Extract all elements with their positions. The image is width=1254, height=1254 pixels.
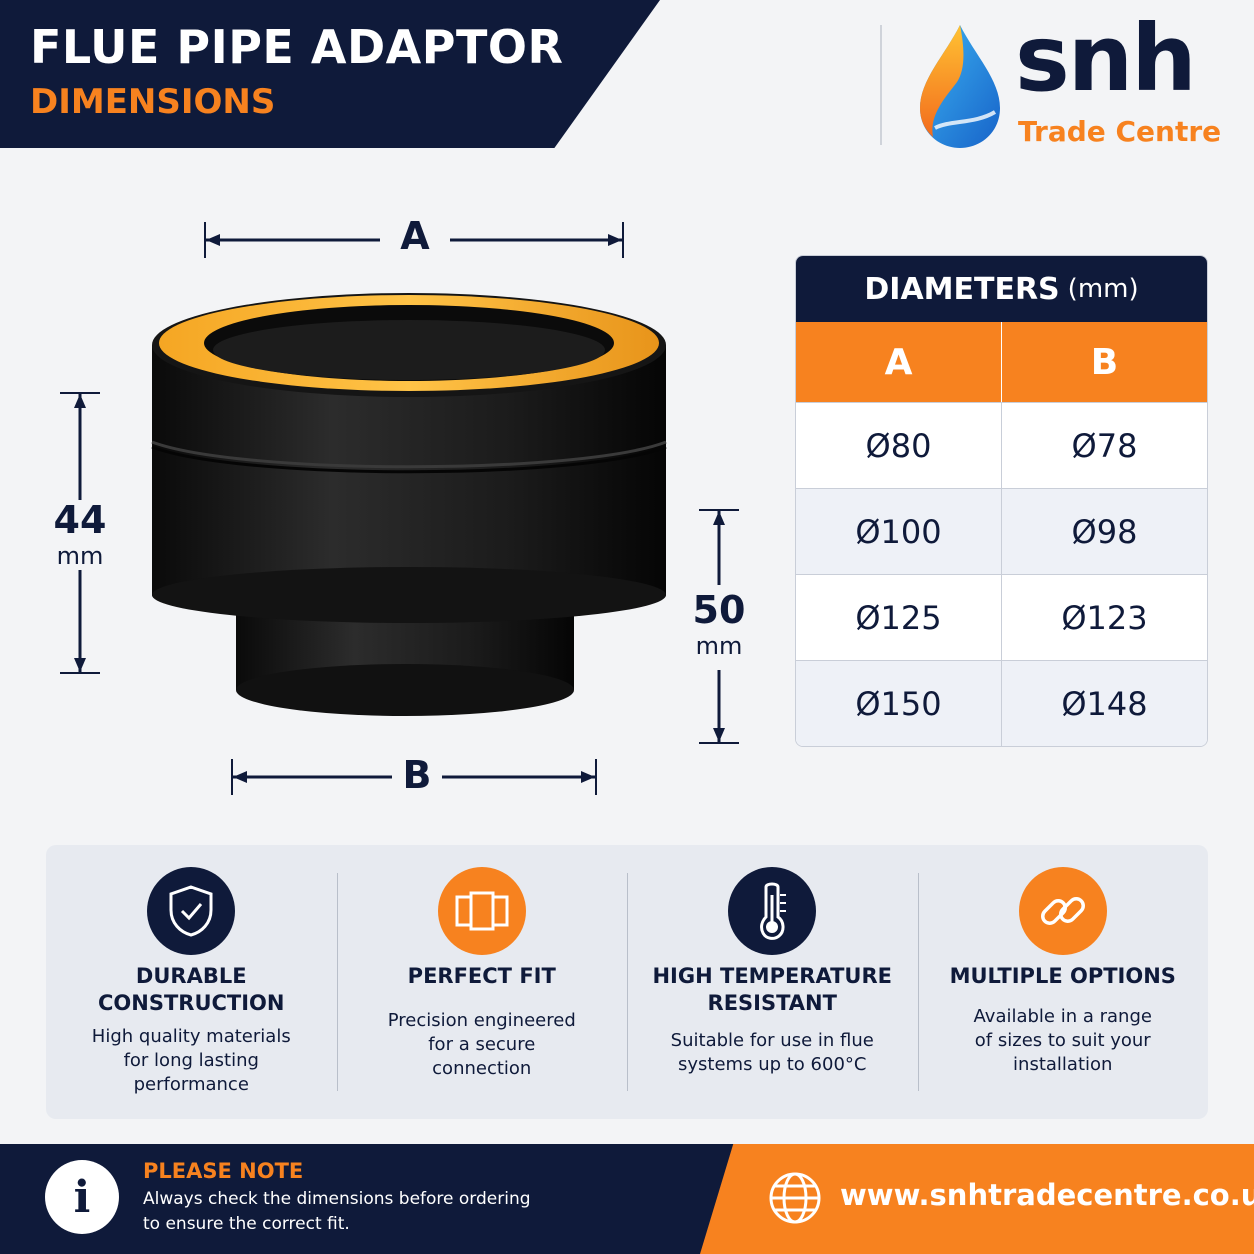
table-title: DIAMETERS (mm) — [796, 256, 1207, 322]
feature-title-line: DURABLE — [135, 964, 247, 988]
website-link[interactable]: www.snhtradecentre.co.uk — [840, 1178, 1254, 1212]
feature-description: Available in a range of sizes to suit yo… — [918, 1005, 1209, 1077]
note-title: PLEASE NOTE — [143, 1159, 304, 1183]
table-cell: Ø123 — [1001, 575, 1207, 660]
feature-desc-line: Available in a range — [973, 1006, 1152, 1027]
table-title-unit: (mm) — [1067, 274, 1139, 304]
note-text: Always check the dimensions before order… — [143, 1187, 573, 1237]
feature-desc-line: of sizes to suit your — [974, 1030, 1151, 1051]
brand-tagline: Trade Centre — [1018, 115, 1222, 148]
feature-description: Suitable for use in flue systems up to 6… — [627, 1029, 918, 1077]
feature-durable: DURABLE CONSTRUCTION High quality materi… — [46, 845, 337, 1119]
table-row: Ø150 Ø148 — [796, 660, 1207, 746]
feature-description: Precision engineered for a secure connec… — [337, 1009, 628, 1081]
globe-icon — [769, 1172, 821, 1224]
feature-desc-line: Suitable for use in flue — [670, 1030, 874, 1051]
product-diagram: A B 44 mm 50 mm — [40, 200, 780, 820]
feature-description: High quality materials for long lasting … — [46, 1025, 337, 1097]
height-left-value: 44 — [53, 498, 107, 542]
feature-title-line: PERFECT FIT — [407, 964, 556, 988]
height-left-label: 44 mm — [40, 498, 120, 570]
feature-title-line: MULTIPLE OPTIONS — [949, 964, 1176, 988]
height-left-unit: mm — [56, 542, 104, 570]
table-row: Ø100 Ø98 — [796, 488, 1207, 574]
brand-logo-text: snh — [1015, 5, 1197, 112]
dimension-a-label: A — [400, 214, 430, 258]
column-header-b: B — [1001, 322, 1207, 402]
note-line: Always check the dimensions before order… — [143, 1189, 531, 1209]
table-cell: Ø148 — [1001, 661, 1207, 746]
feature-desc-line: for a secure — [428, 1034, 536, 1055]
table-title-text: DIAMETERS — [864, 271, 1060, 307]
shield-check-icon — [147, 867, 236, 955]
table-cell: Ø78 — [1001, 403, 1207, 488]
table-row: Ø125 Ø123 — [796, 574, 1207, 660]
header-divider — [880, 25, 882, 145]
feature-high-temperature: HIGH TEMPERATURE RESISTANT Suitable for … — [627, 845, 918, 1119]
dimension-b-label: B — [402, 753, 432, 797]
height-right-unit: mm — [695, 632, 743, 660]
feature-multiple-options: MULTIPLE OPTIONS Available in a range of… — [917, 845, 1209, 1119]
feature-title-line: HIGH TEMPERATURE — [652, 964, 892, 988]
feature-desc-line: for long lasting — [123, 1050, 259, 1071]
feature-title: HIGH TEMPERATURE RESISTANT — [627, 963, 918, 1017]
column-header-a: A — [884, 341, 913, 383]
pipe-fit-icon — [437, 867, 526, 955]
feature-desc-line: systems up to 600°C — [678, 1054, 867, 1075]
feature-title-line: CONSTRUCTION — [98, 991, 285, 1015]
header-band — [0, 0, 660, 148]
note-line: to ensure the correct fit. — [143, 1214, 350, 1234]
feature-desc-line: installation — [1013, 1054, 1113, 1075]
table-header-row: A B — [796, 322, 1207, 402]
feature-title: MULTIPLE OPTIONS — [918, 963, 1209, 990]
feature-title-line: RESISTANT — [707, 991, 837, 1015]
table-cell: Ø100 — [855, 512, 942, 551]
feature-perfect-fit: PERFECT FIT Precision engineered for a s… — [336, 845, 628, 1119]
feature-desc-line: High quality materials — [91, 1026, 291, 1047]
adaptor-illustration — [60, 222, 739, 795]
height-right-value: 50 — [692, 588, 746, 632]
feature-title: PERFECT FIT — [337, 963, 628, 990]
table-cell: Ø150 — [855, 684, 942, 723]
page-title: FLUE PIPE ADAPTOR — [30, 20, 564, 74]
height-right-label: 50 mm — [679, 588, 759, 660]
page-subtitle: DIMENSIONS — [30, 82, 276, 122]
feature-title: DURABLE CONSTRUCTION — [46, 963, 337, 1017]
thermometer-icon — [728, 867, 817, 955]
diameters-table: DIAMETERS (mm) A B Ø80 Ø78 Ø100 Ø98 Ø125… — [795, 255, 1208, 747]
feature-desc-line: Precision engineered — [387, 1010, 576, 1031]
features-panel: DURABLE CONSTRUCTION High quality materi… — [46, 845, 1208, 1119]
water-flame-drop-icon — [920, 25, 1000, 148]
chain-link-icon — [1018, 867, 1107, 955]
table-row: Ø80 Ø78 — [796, 402, 1207, 488]
info-icon: i — [45, 1160, 119, 1234]
table-cell: Ø80 — [865, 426, 932, 465]
table-cell: Ø125 — [855, 598, 942, 637]
table-cell: Ø98 — [1001, 489, 1207, 574]
feature-desc-line: performance — [133, 1074, 249, 1095]
feature-desc-line: connection — [432, 1058, 532, 1079]
